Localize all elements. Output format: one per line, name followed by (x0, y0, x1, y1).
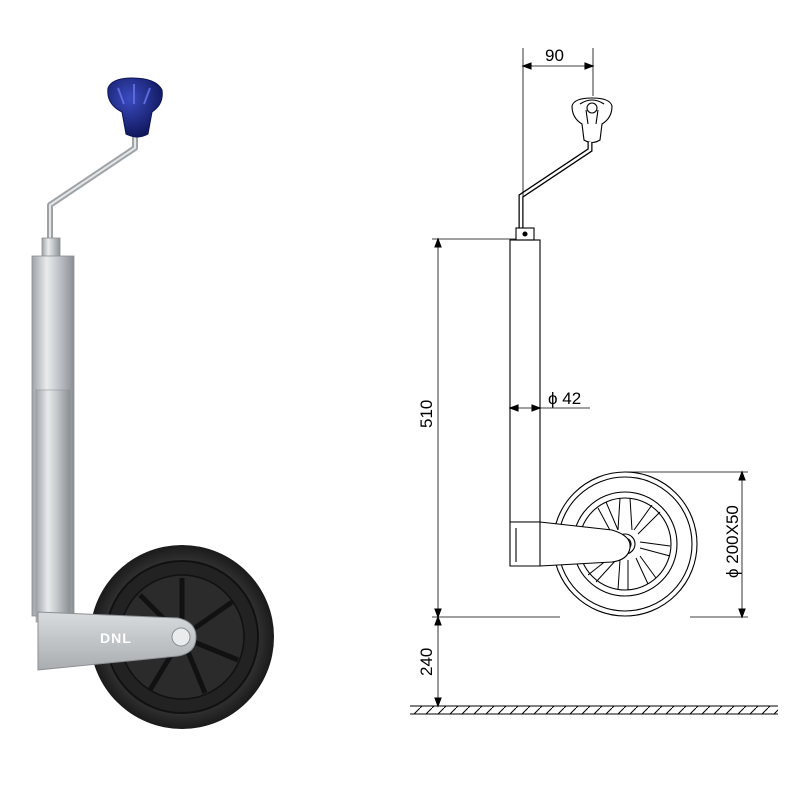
dimension-label-tube-diameter: ϕ 42 (548, 389, 581, 408)
inner-tube (35, 389, 71, 623)
tube-collar (41, 237, 61, 259)
technical-drawing (410, 48, 778, 715)
dimension-wheel-size (625, 470, 748, 619)
crank-handle (47, 125, 138, 241)
dimension-label-height: 510 (417, 400, 436, 428)
dimension-handle-offset (521, 48, 595, 200)
ground-line (410, 705, 778, 715)
drawing-bracket (509, 521, 631, 567)
drawing-tube (509, 239, 541, 523)
wheel-bracket: DNL (37, 611, 197, 671)
drawing-crank (518, 142, 593, 228)
dimension-tube-diameter (508, 404, 590, 412)
dimension-label-wheel-size: ϕ 200X50 (723, 505, 742, 578)
axle-bolt (171, 627, 191, 647)
dimension-label-bottom-clearance: 240 (417, 648, 436, 676)
drawing-knob-outline (571, 97, 613, 144)
brand-logo: DNL (100, 630, 132, 646)
dimension-height (432, 237, 560, 619)
handle-knob (107, 77, 163, 138)
dimension-label-handle-offset: 90 (545, 46, 564, 65)
jockey-wheel-render: DNL (31, 77, 274, 729)
dimension-bottom-clearance (434, 615, 442, 708)
